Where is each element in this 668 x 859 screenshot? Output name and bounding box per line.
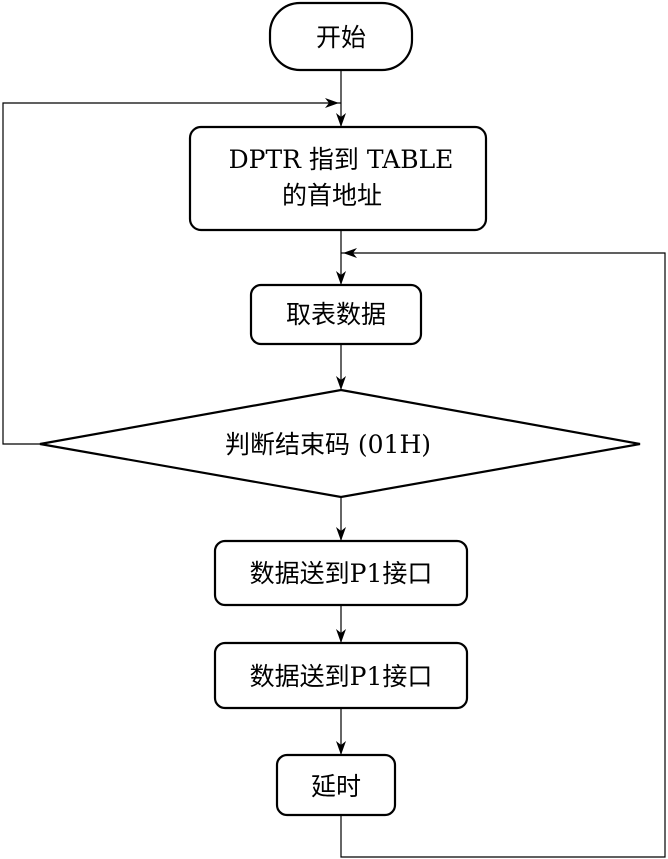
node-start: 开始 bbox=[268, 1, 414, 72]
init-process-shape bbox=[188, 125, 488, 232]
arrowheads bbox=[325, 98, 357, 755]
fetch-process-shape bbox=[249, 283, 423, 346]
node-send2: 数据送到P1接口 bbox=[213, 641, 469, 710]
node-init: DPTR 指到 TABLE 的首地址 bbox=[188, 125, 488, 232]
node-decision: 判断结束码 (01H) bbox=[39, 388, 641, 499]
arrowhead-down-send1 bbox=[336, 527, 346, 541]
node-fetch: 取表数据 bbox=[249, 283, 423, 346]
fetch-label: 取表数据 bbox=[286, 300, 386, 329]
delay-process-shape bbox=[275, 753, 397, 817]
delay-label: 延时 bbox=[311, 772, 361, 801]
arrowhead-left-loop-fetch bbox=[343, 248, 357, 258]
send2-process-shape bbox=[213, 641, 469, 710]
connectors bbox=[2, 70, 666, 858]
node-send1: 数据送到P1接口 bbox=[213, 539, 469, 607]
decision-diamond-shape bbox=[39, 388, 641, 499]
arrowhead-down-fetch bbox=[336, 271, 346, 285]
arrowhead-left-loop-init bbox=[325, 98, 339, 108]
send1-process-shape bbox=[213, 539, 469, 607]
arrowhead-down-init bbox=[336, 113, 346, 127]
start-terminal-shape bbox=[268, 1, 414, 72]
arrowhead-down-send2 bbox=[336, 629, 346, 643]
node-delay: 延时 bbox=[275, 753, 397, 817]
loop-delay-to-fetch bbox=[340, 252, 666, 858]
send1-label: 数据送到P1接口 bbox=[250, 559, 433, 588]
send2-label: 数据送到P1接口 bbox=[250, 662, 433, 691]
init-label-line2: 的首地址 bbox=[282, 181, 382, 210]
loop-decision-to-init bbox=[2, 102, 341, 445]
decision-label: 判断结束码 (01H) bbox=[225, 430, 431, 459]
arrowhead-down-decision bbox=[336, 376, 346, 390]
start-label: 开始 bbox=[316, 23, 366, 52]
arrowhead-down-delay bbox=[336, 741, 346, 755]
init-label-line1: DPTR 指到 TABLE bbox=[229, 145, 454, 174]
